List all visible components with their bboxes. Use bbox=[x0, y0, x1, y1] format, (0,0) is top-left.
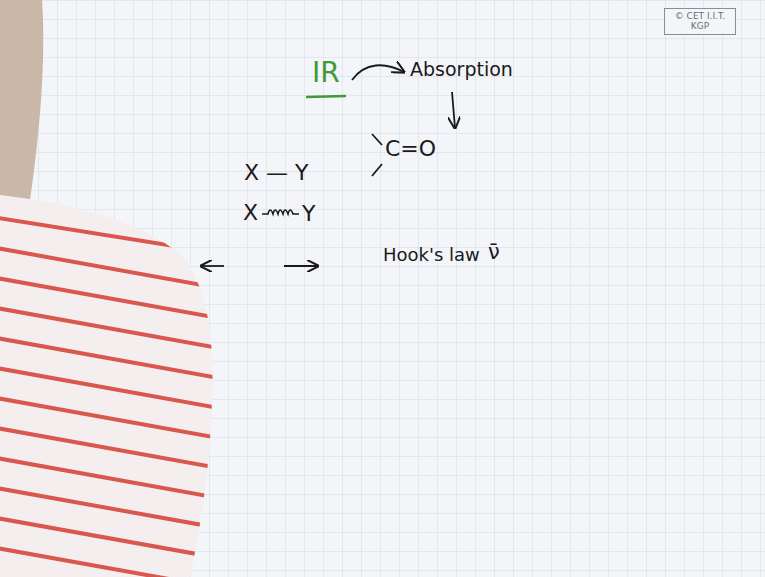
atom-symbol: Y bbox=[302, 201, 315, 227]
title-abbreviation: IR bbox=[312, 56, 340, 90]
down-arrow bbox=[452, 92, 455, 128]
wavenumber-symbol: ν̄ bbox=[488, 240, 500, 265]
presenter-skin bbox=[0, 0, 43, 200]
handwritten-word: Absorption bbox=[410, 58, 513, 81]
underline bbox=[306, 96, 346, 97]
atom-symbol: X bbox=[243, 200, 258, 226]
bond-line bbox=[372, 164, 382, 176]
carbonyl-group: C=O bbox=[385, 136, 436, 162]
bond-formula: X — Y bbox=[244, 160, 309, 186]
right-arrow bbox=[284, 265, 318, 267]
watermark-box: © CET I.I.T. KGP bbox=[664, 8, 736, 35]
watermark-text: © CET I.I.T. KGP bbox=[669, 11, 731, 32]
curved-arrow bbox=[352, 65, 404, 80]
bond-line bbox=[372, 134, 382, 145]
spring-symbol bbox=[262, 210, 299, 214]
left-arrow bbox=[201, 265, 224, 267]
law-name: Hook's law bbox=[383, 244, 480, 266]
presenter-sleeve bbox=[0, 190, 230, 577]
